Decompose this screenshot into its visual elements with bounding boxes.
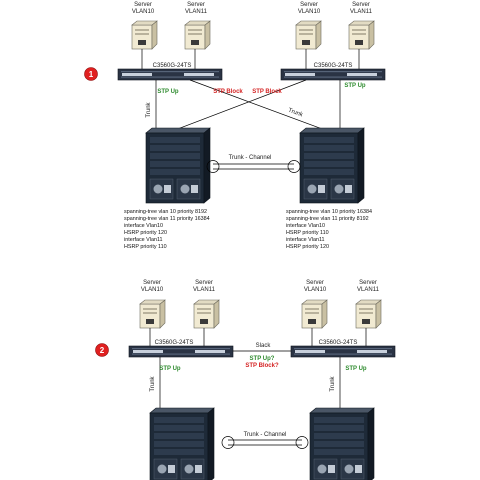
server-vlan-label: VLAN10: [141, 287, 164, 293]
trunk-label: Trunk: [146, 101, 152, 117]
stp-up-label: STP Up: [159, 366, 181, 372]
server-1-right-vlan11: Server VLAN11: [348, 2, 375, 50]
config-line: HSRP priority 120: [124, 230, 167, 236]
server-vlan-label: VLAN10: [298, 9, 321, 15]
config-line: interface Vlan10: [124, 223, 163, 229]
server-icon: [193, 299, 220, 329]
channel-bundle-ring: [221, 436, 235, 449]
channel-bundle-ring: [287, 160, 301, 173]
access-switch-1-right: C3560G-24TS: [280, 63, 386, 81]
diagram-1: Server VLAN10 Server VLAN11 Server VLAN1…: [84, 2, 386, 250]
core-chassis-icon: [149, 407, 215, 480]
config-line: spanning-tree vlan 11 priority 8192: [286, 216, 369, 222]
config-line: HSRP priority 110: [124, 244, 167, 250]
switch-model-label: C3560G-24TS: [314, 63, 353, 69]
stp-block-question-label: STP Block?: [245, 363, 279, 369]
config-line: interface Vlan11: [124, 237, 163, 243]
server-icon: [348, 20, 375, 50]
stp-up-label: STP Up: [157, 89, 179, 95]
server-2-left-vlan11: Server VLAN11: [193, 280, 220, 329]
config-line: interface Vlan10: [286, 223, 325, 229]
stp-block-label: STP Block: [213, 89, 243, 95]
trunk-label: Trunk: [150, 375, 156, 391]
config-line: spanning-tree vlan 10 priority 16384: [286, 209, 372, 215]
left-core-config: spanning-tree vlan 10 priority 8192 span…: [124, 209, 210, 250]
badge-number: 1: [89, 70, 94, 79]
badge-number: 2: [100, 346, 105, 355]
server-label: Server: [359, 280, 377, 286]
config-line: spanning-tree vlan 10 priority 8192: [124, 209, 207, 215]
access-switch-icon: [117, 68, 223, 81]
server-2-right-vlan10: Server VLAN10: [301, 280, 328, 329]
stp-up-label: STP Up: [345, 366, 367, 372]
step-badge-1: 1: [84, 67, 98, 81]
stp-block-label: STP Block: [252, 89, 282, 95]
server-icon: [295, 20, 322, 50]
switch-model-label: C3560G-24TS: [155, 340, 194, 346]
server-vlan-label: VLAN10: [304, 287, 327, 293]
config-line: HSRP priority 110: [286, 230, 329, 236]
server-vlan-label: VLAN11: [357, 287, 380, 293]
trunk-channel-label: Trunk - Channel: [244, 432, 287, 438]
slack-label: Slack: [256, 343, 272, 349]
access-switch-icon: [280, 68, 386, 81]
server-vlan-label: VLAN10: [132, 9, 155, 15]
server-label: Server: [352, 2, 370, 8]
config-line: interface Vlan11: [286, 237, 325, 243]
config-line: spanning-tree vlan 11 priority 16384: [124, 216, 210, 222]
server-1-left-vlan11: Server VLAN11: [184, 2, 211, 50]
server-1-right-vlan10: Server VLAN10: [295, 2, 322, 50]
server-label: Server: [300, 2, 318, 8]
access-switch-2-left: C3560G-24TS: [128, 340, 234, 358]
core-chassis-icon: [299, 127, 365, 204]
diagram-2: Server VLAN10 Server VLAN11 Server VLAN1…: [95, 280, 396, 480]
switch-model-label: C3560G-24TS: [319, 340, 358, 346]
stp-up-question-label: STP Up?: [250, 356, 275, 362]
channel-bundle-ring: [295, 436, 309, 449]
server-label: Server: [134, 2, 152, 8]
access-switch-icon: [290, 345, 396, 358]
server-icon: [131, 20, 158, 50]
server-vlan-label: VLAN11: [185, 9, 208, 15]
trunk-link-cross-blocked: [189, 79, 326, 131]
trunk-link-cross: [174, 79, 307, 131]
server-label: Server: [306, 280, 324, 286]
access-switch-2-right: C3560G-24TS: [290, 340, 396, 358]
core-chassis-icon: [145, 127, 211, 204]
core-chassis-icon: [309, 407, 375, 480]
trunk-channel-label: Trunk - Channel: [229, 155, 272, 161]
server-label: Server: [195, 280, 213, 286]
access-switch-1-left: C3560G-24TS: [117, 63, 223, 81]
switch-model-label: C3560G-24TS: [153, 63, 192, 69]
badge-icon: [84, 67, 98, 81]
step-badge-2: 2: [95, 343, 109, 357]
server-label: Server: [143, 280, 161, 286]
server-vlan-label: VLAN11: [350, 9, 373, 15]
server-label: Server: [187, 2, 205, 8]
server-2-left-vlan10: Server VLAN10: [139, 280, 166, 329]
trunk-label: Trunk: [330, 375, 336, 391]
server-icon: [355, 299, 382, 329]
server-icon: [184, 20, 211, 50]
access-switch-icon: [128, 345, 234, 358]
server-2-right-vlan11: Server VLAN11: [355, 280, 382, 329]
stp-up-label: STP Up: [344, 83, 366, 89]
config-line: HSRP priority 120: [286, 244, 329, 250]
channel-bundle-ring: [206, 160, 220, 173]
server-icon: [301, 299, 328, 329]
server-1-left-vlan10: Server VLAN10: [131, 2, 158, 50]
server-icon: [139, 299, 166, 329]
right-core-config: spanning-tree vlan 10 priority 16384 spa…: [286, 209, 372, 250]
server-vlan-label: VLAN11: [193, 287, 216, 293]
trunk-label: Trunk: [287, 108, 304, 119]
badge-icon: [95, 343, 109, 357]
